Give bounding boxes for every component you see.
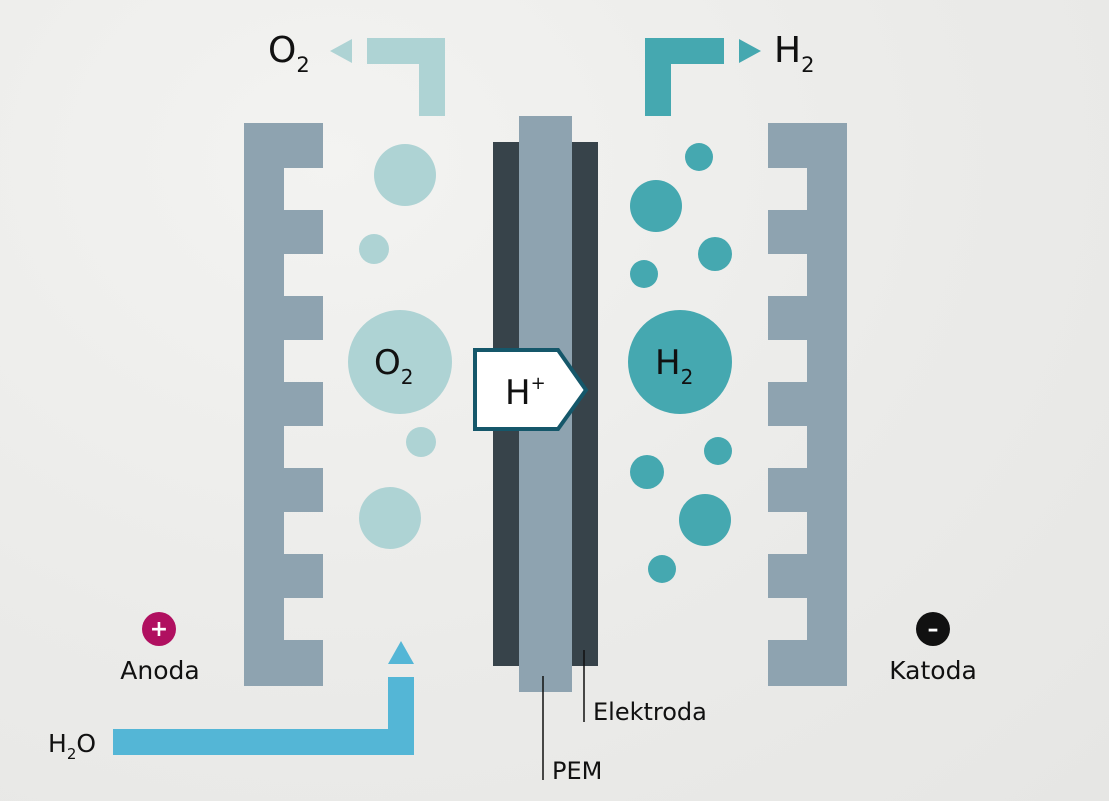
- hydrogen-bubble: [630, 180, 682, 232]
- oxygen-bubble: [359, 234, 389, 264]
- hydrogen-bubble: [648, 555, 676, 583]
- oxygen-output-label: O2: [268, 30, 310, 77]
- pem-label: PEM: [552, 757, 602, 785]
- oxygen-outlet-arrowhead: [330, 39, 352, 63]
- anode-plate: [244, 123, 323, 686]
- hydrogen-bubble: [685, 143, 713, 171]
- oxygen-bubble: [374, 144, 436, 206]
- hydrogen-bubble: [630, 455, 664, 489]
- oxygen-bubble: [406, 427, 436, 457]
- anode-badge: [142, 612, 176, 646]
- cathode-label: Katoda: [889, 656, 977, 685]
- hydrogen-outlet-pipe: [645, 38, 724, 116]
- hydrogen-bubble: [698, 237, 732, 271]
- anode-sign: +: [150, 617, 168, 642]
- water-input-label: H2O: [48, 729, 96, 763]
- hydrogen-bubble-large: [628, 310, 732, 414]
- hydrogen-bubble-label: H2: [655, 343, 693, 389]
- hydrogen-output-label: H2: [774, 30, 814, 77]
- cathode-badge: [916, 612, 950, 646]
- oxygen-bubble: [359, 487, 421, 549]
- anode-label: Anoda: [120, 656, 199, 685]
- cathode-sign: –: [928, 617, 939, 642]
- electrode-label: Elektroda: [593, 698, 707, 726]
- hydrogen-bubble: [704, 437, 732, 465]
- oxygen-bubble-label: O2: [374, 343, 414, 389]
- water-inlet-pipe: [113, 677, 414, 755]
- oxygen-outlet-pipe: [367, 38, 445, 116]
- hydrogen-outlet-arrowhead: [739, 39, 761, 63]
- oxygen-bubble-large: [348, 310, 452, 414]
- water-inlet-arrowhead: [388, 641, 414, 664]
- proton-tag: [473, 348, 589, 431]
- cathode-plate: [768, 123, 847, 686]
- hydrogen-bubble: [630, 260, 658, 288]
- proton-label: H+: [505, 373, 546, 413]
- hydrogen-bubble: [679, 494, 731, 546]
